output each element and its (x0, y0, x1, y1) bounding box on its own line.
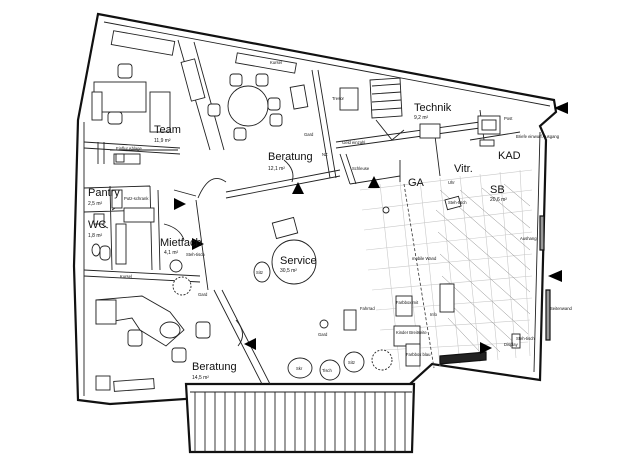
label-tisch: Tisch (322, 368, 333, 373)
room-pantry: Pantry (88, 187, 120, 199)
room-service-area: 30,5 m² (280, 268, 297, 274)
room-technik: Technik (414, 102, 452, 114)
label-steh1: Steh-tisch (186, 252, 205, 257)
arrow-right-mid (480, 342, 492, 354)
room-ga: GA (408, 177, 425, 189)
technik-stairs (339, 77, 501, 141)
label-einflur: Einflur Ablage (116, 146, 143, 151)
label-putz: Putz-schrank (124, 196, 149, 201)
label-sitz: Sitz (256, 270, 263, 275)
room-team-area: 11,9 m² (154, 138, 171, 144)
label-tresor: Tresor (332, 96, 345, 101)
label-skr: Skr (296, 366, 303, 371)
beratung-bottom-furniture (95, 295, 211, 392)
arrow-top-center (368, 176, 380, 188)
arrow-right-entrance (548, 270, 562, 282)
room-team: Team (154, 124, 181, 136)
beratung-top-furniture (180, 52, 309, 141)
arrow-top-mid (292, 182, 304, 194)
team-furniture (91, 30, 176, 133)
room-technik-area: 9,2 m² (414, 115, 429, 121)
service-furniture (253, 139, 521, 381)
arrow-left-mid (192, 238, 204, 250)
room-mietfach: Mietfach (160, 237, 202, 249)
room-labels: Team 11,9 m² Beratung 12,1 m² Technik 9,… (88, 102, 521, 381)
arrow-left-lower (244, 338, 256, 350)
room-beratung-top: Beratung (268, 151, 313, 163)
label-post: Post (504, 116, 513, 121)
label-kursel-top: Kursel (270, 60, 282, 65)
fixture-labels: Tresor Post Gard NZ Geld einzahl Schleus… (116, 60, 573, 373)
label-schleuse: Schleuse (352, 166, 370, 171)
label-farbe1: Farbbox mit (396, 300, 419, 305)
label-seitenwand: Seitenwand (550, 306, 573, 311)
room-vitr: Vitr. (454, 163, 473, 175)
room-service: Service (280, 255, 317, 267)
label-garderobe-mid: Gard (198, 292, 208, 297)
arrow-left-upper (174, 198, 186, 210)
room-sb-area: 20,6 m² (490, 197, 507, 203)
sanitary-fixtures (91, 153, 141, 257)
label-steh2: Steh-tisch (448, 200, 467, 205)
room-mietfach-area: 4,1 m² (164, 250, 179, 256)
room-beratung-bottom: Beratung (192, 361, 237, 373)
room-wc-area: 1,8 m² (88, 233, 103, 239)
label-kinder: Kinder Breitseite (396, 330, 427, 335)
arrow-top-right (554, 102, 568, 114)
label-kursel-left: Kursel (120, 274, 132, 279)
label-display: Display (504, 342, 519, 347)
label-uhr: Uhr (448, 180, 455, 185)
room-beratung-bottom-area: 14,5 m² (192, 375, 209, 381)
label-garderobe-top: Gard (304, 132, 314, 137)
label-steh3: Steh-tisch (516, 336, 535, 341)
outer-walls (72, 12, 558, 406)
entrance-arrows (174, 102, 568, 354)
label-geld: Geld einzahl (342, 140, 365, 145)
room-pantry-area: 2,5 m² (88, 201, 103, 207)
label-nz: NZ (322, 152, 328, 157)
label-sitz2: Sitz (348, 360, 355, 365)
label-garderobe-service: Gard (318, 332, 328, 337)
entrance-stairs (184, 382, 416, 454)
left-lower-furniture (99, 189, 192, 296)
interior-walls (83, 39, 521, 385)
room-beratung-top-area: 12,1 m² (268, 166, 285, 172)
label-info: Info (430, 312, 438, 317)
room-wc: WC (88, 219, 106, 231)
label-aushang: Aushang (520, 236, 537, 241)
room-sb: SB (490, 184, 505, 196)
label-farbe2: Farbbox blau (406, 352, 431, 357)
room-kad: KAD (498, 150, 521, 162)
label-wand: mobile Wand (412, 256, 437, 261)
label-fahrrad: Fahrrad (360, 306, 375, 311)
label-briefe: Briefe einwurf Ausgang (516, 134, 560, 139)
